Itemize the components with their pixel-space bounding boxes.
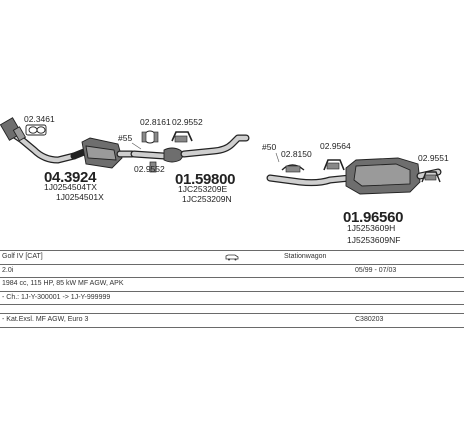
part-04-3924: 04.3924 <box>44 169 97 186</box>
ref-1J5253609NF: 1J5253609NF <box>347 235 400 245</box>
part-02-9564: 02.9564 <box>320 141 351 151</box>
ref-1JC253209N: 1JC253209N <box>182 194 232 204</box>
middle-silencer[interactable] <box>130 134 250 163</box>
part-02-3461: 02.3461 <box>24 114 55 124</box>
part-02-9551: 02.9551 <box>418 153 449 163</box>
joint-50-label: #50 <box>262 142 276 152</box>
hanger-02-9552-top[interactable] <box>171 131 193 143</box>
front-pipe[interactable] <box>0 117 78 164</box>
part-01-59800: 01.59800 <box>175 171 235 188</box>
ref-1JC253209E: 1JC253209E <box>178 184 227 194</box>
rear-silencer[interactable] <box>266 157 442 195</box>
spec-text: 1984 cc, 115 HP, 85 kW MF AGW, APK <box>2 280 124 287</box>
joint-55-label: #55 <box>118 133 132 143</box>
body-text: Stationwagon <box>284 253 327 260</box>
note-text: - Kat.Exsl. MF AGW, Euro 3 <box>2 316 89 323</box>
catalytic-converter[interactable] <box>70 137 136 169</box>
hanger-02-9552-bottom[interactable] <box>149 161 157 173</box>
ref-1J0254501X: 1J0254501X <box>56 192 104 202</box>
gasket-02-3461[interactable] <box>25 124 47 136</box>
info-row-model: Golf IV [CAT] Stationwagon <box>0 250 464 264</box>
clamp-02-8161[interactable] <box>141 130 159 144</box>
part-02-8161: 02.8161 <box>140 117 171 127</box>
hanger-02-9551[interactable] <box>421 171 441 183</box>
ref-1J5253609H: 1J5253609H <box>347 223 395 233</box>
code-text: C380203 <box>355 316 384 323</box>
exhaust-system-diagram: 02.3461 04.3924 1J0254504TX 1J0254501X #… <box>0 114 449 245</box>
part-02-9552-bottom: 02.9552 <box>134 164 165 174</box>
vehicle-info-table: Golf IV [CAT] Stationwagon 2.0i 05/99 - … <box>0 250 464 328</box>
info-row-chassis: - Ch.: 1J-Y-300001 -> 1J-Y-999999 <box>0 290 464 305</box>
part-01-96560: 01.96560 <box>343 209 403 226</box>
model-text: Golf IV [CAT] <box>2 253 43 260</box>
part-02-8150: 02.8150 <box>281 149 312 159</box>
clamp-02-8150[interactable] <box>281 164 305 173</box>
ref-1J0254504TX: 1J0254504TX <box>44 182 97 192</box>
part-02-9552-top: 02.9552 <box>172 117 203 127</box>
engine-text: 2.0i <box>2 266 14 274</box>
date-range-text: 05/99 - 07/03 <box>355 266 397 274</box>
hanger-02-9564[interactable] <box>323 159 345 171</box>
info-row-spec: 1984 cc, 115 HP, 85 kW MF AGW, APK <box>0 277 464 291</box>
station-wagon-icon <box>225 254 239 261</box>
chassis-text: - Ch.: 1J-Y-300001 -> 1J-Y-999999 <box>2 293 111 301</box>
info-row-note: - Kat.Exsl. MF AGW, Euro 3 C380203 <box>0 313 464 328</box>
info-row-engine: 2.0i 05/99 - 07/03 <box>0 263 464 278</box>
info-row-spacer <box>0 304 464 313</box>
